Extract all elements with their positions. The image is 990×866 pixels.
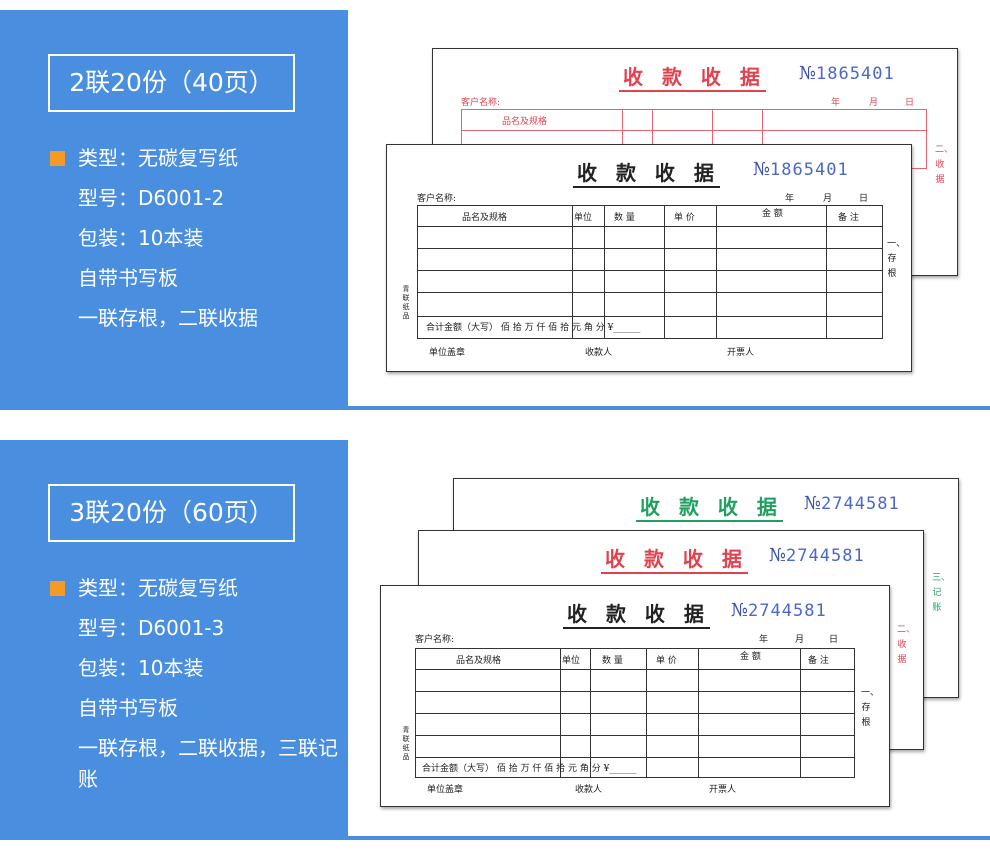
spec-item: 型号：D6001-2 bbox=[78, 186, 225, 210]
receipt-number: №2744581 bbox=[804, 493, 900, 514]
receipt-title: 收 款 收 据 bbox=[619, 61, 766, 92]
spec-item: 类型：无碳复写纸 bbox=[48, 138, 258, 178]
spec-item: 自带书写板 bbox=[78, 696, 178, 720]
receipt-title: 收 款 收 据 bbox=[636, 491, 783, 522]
spec-item: 包装：10本装 bbox=[78, 226, 204, 250]
receipt-table: 品名及规格 单位 数 量 单 价 金 额 备 注 合计金额（大写） 佰 拾 万 … bbox=[415, 648, 855, 778]
spec-item: 自带书写板 bbox=[78, 266, 178, 290]
variant-title: 3联20份（60页） bbox=[48, 484, 295, 542]
spec-list: 类型：无碳复写纸 型号：D6001-2 包装：10本装 自带书写板 一联存根，二… bbox=[48, 138, 258, 338]
spec-list: 类型：无碳复写纸 型号：D6001-3 包装：10本装 自带书写板 一联存根，二… bbox=[48, 568, 338, 795]
receipt-title: 收 款 收 据 bbox=[601, 543, 748, 574]
square-bullet-icon bbox=[50, 581, 65, 596]
spec-item: 包装：10本装 bbox=[78, 656, 204, 680]
square-bullet-icon bbox=[50, 151, 65, 166]
product-panel-2ply: 2联20份（40页） 类型：无碳复写纸 型号：D6001-2 包装：10本装 自… bbox=[0, 10, 990, 410]
spec-item: 一联存根，二联收据，三联记账 bbox=[78, 736, 338, 791]
receipt-title: 收 款 收 据 bbox=[573, 157, 720, 188]
product-photo: 收 款 收 据 №1865401 客户名称: 年 月 日 品名及规格 二、收据 … bbox=[348, 10, 990, 406]
spec-item: 类型：无碳复写纸 bbox=[48, 568, 338, 608]
spec-item: 一联存根，二联收据 bbox=[78, 306, 258, 330]
spec-item: 型号：D6001-3 bbox=[78, 616, 225, 640]
receipt-number: №1865401 bbox=[753, 159, 849, 180]
product-photo: 收 款 收 据 №2744581 三、记账 收 款 收 据 №2744581 二… bbox=[348, 440, 990, 836]
receipt-number: №2744581 bbox=[769, 545, 865, 566]
receipt-copy-1: 收 款 收 据 №1865401 客户名称: 年 月 日 品名及规格 单位 数 … bbox=[386, 144, 912, 372]
receipt-title: 收 款 收 据 bbox=[563, 598, 710, 629]
product-panel-3ply: 3联20份（60页） 类型：无碳复写纸 型号：D6001-3 包装：10本装 自… bbox=[0, 440, 990, 840]
receipt-number: №1865401 bbox=[799, 63, 895, 84]
receipt-table: 品名及规格 单位 数 量 单 价 金 额 备 注 合计金额（大写） 佰 拾 万 … bbox=[417, 205, 883, 339]
receipt-copy-1: 收 款 收 据 №2744581 客户名称: 年 月 日 品名及规格 单位 数 … bbox=[380, 585, 890, 807]
variant-title: 2联20份（40页） bbox=[48, 54, 295, 112]
receipt-number: №2744581 bbox=[731, 600, 827, 621]
